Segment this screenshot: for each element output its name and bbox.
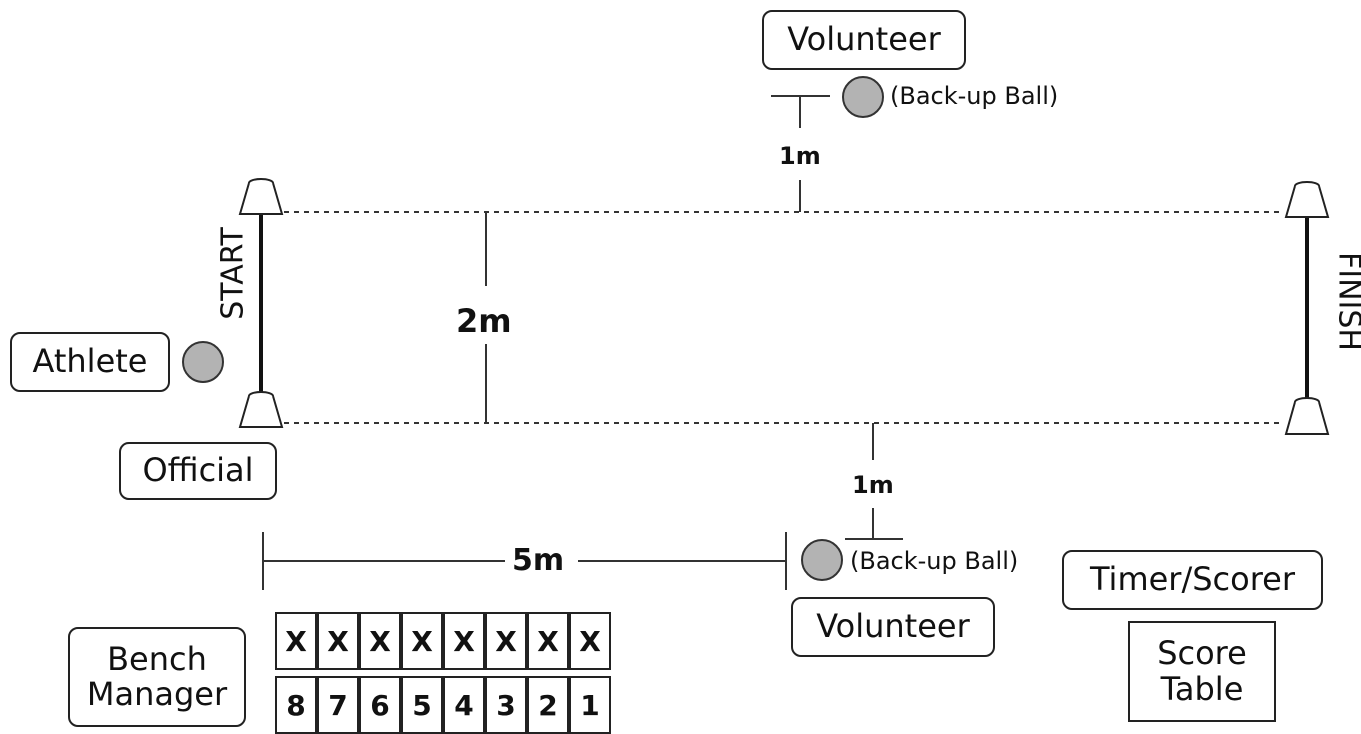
cone-start-bottom (238, 391, 284, 428)
score-table-label-line1: Score (1157, 634, 1247, 673)
bench-seat-marker: X (527, 612, 569, 670)
ball-bottom (801, 539, 843, 581)
timer-scorer-label: Timer/Scorer (1089, 560, 1296, 599)
start-label: START (215, 227, 251, 320)
bench-seat-marker: X (569, 612, 611, 670)
cone-finish-bottom (1284, 397, 1330, 435)
backup-ball-bottom-label: (Back-up Ball) (850, 547, 1019, 575)
bench-seat-number: 6 (359, 676, 401, 734)
cone-start-top (238, 178, 284, 215)
ball-athlete (182, 341, 224, 383)
bench-distance-label: 5m (512, 543, 565, 578)
bench-seat-number: 2 (527, 676, 569, 734)
bench-seat-marker: X (485, 612, 527, 670)
athlete-box: Athlete (10, 332, 170, 392)
volunteer-top-label: Volunteer (787, 20, 941, 59)
bench-seat-marker: X (275, 612, 317, 670)
bench-seat-marker: X (401, 612, 443, 670)
athlete-label: Athlete (32, 342, 148, 381)
bottom-gap-label: 1m (852, 471, 894, 499)
bench-manager-label-line1: Bench (107, 639, 207, 678)
bench-manager-box: Bench Manager (68, 627, 246, 727)
bench-seat-marker: X (359, 612, 401, 670)
finish-label: FINISH (1331, 252, 1361, 351)
lane-width-label: 2m (456, 302, 512, 340)
bench-seat-number: 8 (275, 676, 317, 734)
bench-seat-number: 5 (401, 676, 443, 734)
volunteer-bottom-box: Volunteer (791, 597, 995, 657)
top-gap-label: 1m (779, 142, 821, 170)
official-box: Official (119, 442, 277, 500)
bench-seat-number: 4 (443, 676, 485, 734)
bench-seat-number: 7 (317, 676, 359, 734)
ball-top (842, 76, 884, 118)
backup-ball-top-label: (Back-up Ball) (890, 82, 1059, 110)
official-label: Official (142, 451, 254, 490)
bench-manager-label-line2: Manager (86, 675, 228, 713)
score-table-box: Score Table (1128, 621, 1276, 722)
bench-seat-number: 1 (569, 676, 611, 734)
timer-scorer-box: Timer/Scorer (1062, 550, 1323, 610)
score-table-label-line2: Table (1160, 669, 1244, 708)
volunteer-bottom-label: Volunteer (816, 607, 970, 646)
bench-seat-number: 3 (485, 676, 527, 734)
bench-seat-marker: X (443, 612, 485, 670)
bench-seat-marker: X (317, 612, 359, 670)
volunteer-top-box: Volunteer (762, 10, 966, 70)
cone-finish-top (1284, 181, 1330, 218)
